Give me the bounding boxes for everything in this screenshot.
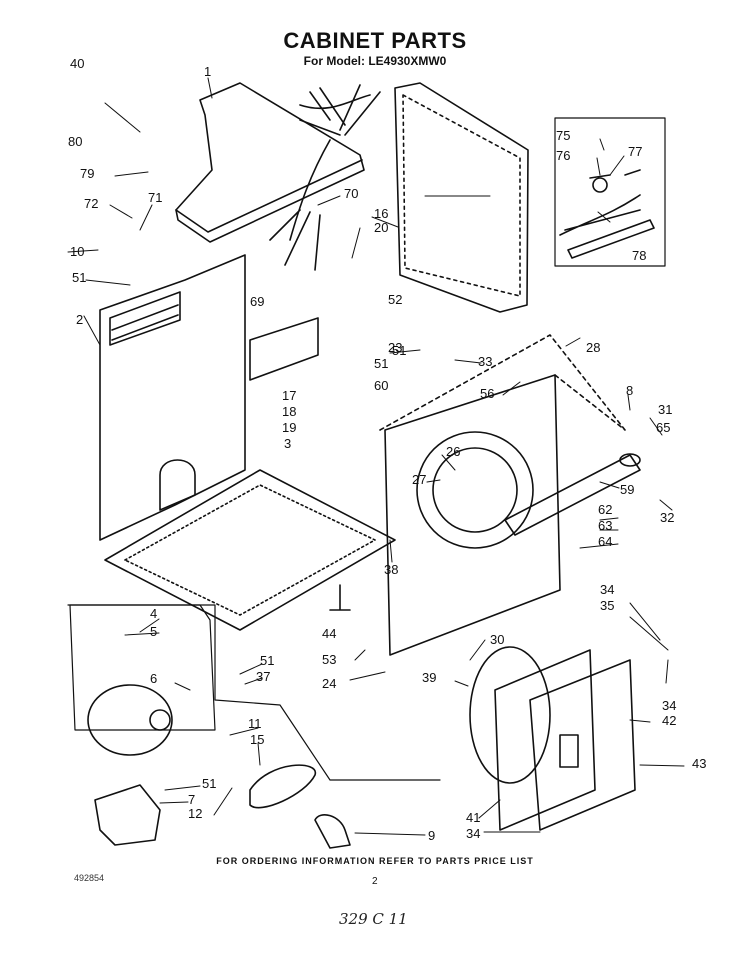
callout-69: 69 bbox=[250, 294, 264, 309]
power-cord bbox=[559, 169, 641, 236]
side-panel bbox=[99, 254, 246, 541]
callout-53: 53 bbox=[322, 652, 336, 667]
callout-51: 51 bbox=[260, 653, 274, 668]
callout-62: 62 bbox=[598, 502, 612, 517]
callout-8: 8 bbox=[626, 383, 633, 398]
motor-inset-frame bbox=[67, 604, 441, 781]
callout-19: 19 bbox=[282, 420, 296, 435]
document-code: 492854 bbox=[74, 873, 105, 883]
callout-34: 34 bbox=[466, 826, 480, 841]
drive-belt bbox=[249, 764, 316, 809]
callout-31: 31 bbox=[658, 402, 672, 417]
motor bbox=[87, 684, 173, 756]
callout-71: 71 bbox=[148, 190, 162, 205]
callout-51: 51 bbox=[392, 343, 406, 358]
base bbox=[104, 469, 396, 631]
ordering-footer: FOR ORDERING INFORMATION REFER TO PARTS … bbox=[216, 856, 534, 866]
callout-37: 37 bbox=[256, 669, 270, 684]
callout-33: 33 bbox=[478, 354, 492, 369]
door-gasket bbox=[469, 646, 551, 784]
callout-32: 32 bbox=[660, 510, 674, 525]
callout-27: 27 bbox=[412, 472, 426, 487]
callout-24: 24 bbox=[322, 676, 336, 691]
callout-26: 26 bbox=[446, 444, 460, 459]
callout-44: 44 bbox=[322, 626, 336, 641]
callout-2: 2 bbox=[76, 312, 83, 327]
callout-79: 79 bbox=[80, 166, 94, 181]
callout-17: 17 bbox=[282, 388, 296, 403]
callout-7: 7 bbox=[188, 792, 195, 807]
callout-5: 5 bbox=[150, 624, 157, 639]
callout-16: 16 bbox=[374, 206, 388, 221]
callout-28: 28 bbox=[586, 340, 600, 355]
door-handle bbox=[559, 734, 579, 768]
idler-pulley bbox=[314, 814, 351, 849]
callout-41: 41 bbox=[466, 810, 480, 825]
top-panel bbox=[175, 82, 365, 243]
callout-39: 39 bbox=[422, 670, 436, 685]
callout-77: 77 bbox=[628, 144, 642, 159]
callout-34: 34 bbox=[662, 698, 676, 713]
page-number: 2 bbox=[372, 876, 378, 887]
leader-lines bbox=[67, 77, 685, 836]
callout-42: 42 bbox=[662, 713, 676, 728]
cord-strip bbox=[567, 219, 655, 259]
callout-64: 64 bbox=[598, 534, 612, 549]
callout-9: 9 bbox=[428, 828, 435, 843]
rear-panel bbox=[394, 82, 529, 313]
console bbox=[504, 454, 641, 536]
callout-34: 34 bbox=[600, 582, 614, 597]
callout-78: 78 bbox=[632, 248, 646, 263]
door-outer bbox=[529, 659, 636, 831]
strain-relief bbox=[592, 177, 608, 193]
motor-inset bbox=[69, 604, 216, 731]
callout-20: 20 bbox=[374, 220, 388, 235]
callout-63: 63 bbox=[598, 518, 612, 533]
callout-60: 60 bbox=[374, 378, 388, 393]
callout-76: 76 bbox=[556, 148, 570, 163]
model-subtitle: For Model: LE4930XMW0 bbox=[303, 54, 447, 68]
callout-30: 30 bbox=[490, 632, 504, 647]
callout-59: 59 bbox=[620, 482, 634, 497]
callout-35: 35 bbox=[600, 598, 614, 613]
callout-72: 72 bbox=[84, 196, 98, 211]
callout-3: 3 bbox=[284, 436, 291, 451]
callout-12: 12 bbox=[188, 806, 202, 821]
callout-43: 43 bbox=[692, 756, 706, 771]
callout-56: 56 bbox=[480, 386, 494, 401]
door-opening bbox=[416, 431, 534, 549]
bracket bbox=[249, 317, 319, 381]
wiring-harness bbox=[269, 84, 381, 271]
front-panel bbox=[384, 374, 561, 656]
callout-15: 15 bbox=[250, 732, 264, 747]
callout-38: 38 bbox=[384, 562, 398, 577]
page-title: CABINET PARTS bbox=[283, 28, 467, 53]
motor-mount bbox=[94, 784, 161, 846]
callout-1: 1 bbox=[204, 64, 211, 79]
callout-11: 11 bbox=[248, 716, 262, 731]
callout-6: 6 bbox=[150, 671, 157, 686]
callout-10: 10 bbox=[70, 244, 84, 259]
callout-75: 75 bbox=[556, 128, 570, 143]
cord-inset-box bbox=[554, 117, 666, 267]
dashed-frame bbox=[379, 334, 626, 431]
callout-80: 80 bbox=[68, 134, 82, 149]
callout-18: 18 bbox=[282, 404, 296, 419]
door-inner bbox=[494, 649, 596, 831]
handwritten-note: 329 C 11 bbox=[339, 910, 408, 928]
callout-52: 52 bbox=[388, 292, 402, 307]
callout-51: 51 bbox=[72, 270, 86, 285]
leveling-leg bbox=[329, 584, 351, 611]
callout-70: 70 bbox=[344, 186, 358, 201]
callout-4: 4 bbox=[150, 606, 157, 621]
callout-51: 51 bbox=[374, 356, 388, 371]
callout-40: 40 bbox=[70, 56, 84, 71]
callout-51: 51 bbox=[202, 776, 216, 791]
callout-23: 23 bbox=[388, 340, 402, 355]
callout-65: 65 bbox=[656, 420, 670, 435]
